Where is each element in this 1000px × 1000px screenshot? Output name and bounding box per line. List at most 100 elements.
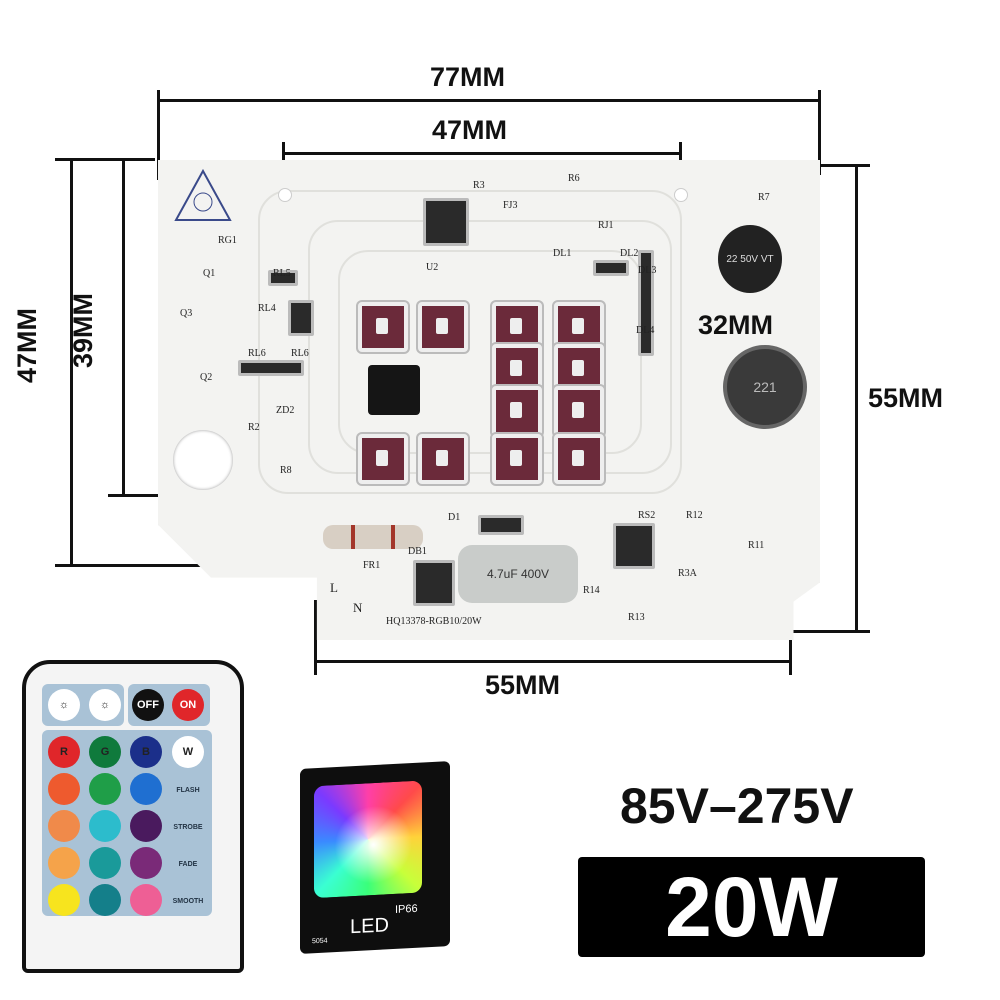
dim-line-left-outer bbox=[70, 158, 73, 566]
silk-label: DB1 bbox=[408, 546, 427, 557]
silk-label: U2 bbox=[426, 262, 439, 273]
color-button[interactable] bbox=[130, 884, 162, 916]
ic-u2 bbox=[423, 198, 469, 246]
silk-label: Q1 bbox=[203, 268, 216, 279]
ir-receiver bbox=[368, 365, 420, 415]
pcb-board: 4.7uF 400V 22 50V VT 221 RG1 Q1 RL5 RL4 … bbox=[158, 160, 820, 640]
silk-label: R7 bbox=[758, 192, 770, 203]
transistor bbox=[288, 300, 314, 336]
ic bbox=[613, 523, 655, 569]
dim-line-left-inner bbox=[122, 158, 125, 496]
silk-label: DL1 bbox=[553, 248, 572, 259]
dim-line-right bbox=[855, 165, 858, 631]
resistor bbox=[238, 360, 304, 376]
trace bbox=[308, 220, 672, 474]
silk-label: R11 bbox=[748, 540, 765, 551]
tick bbox=[108, 494, 188, 497]
dim-label-47mm-left: 47MM bbox=[12, 307, 43, 384]
color-button[interactable] bbox=[130, 847, 162, 879]
silk-label: RL4 bbox=[258, 303, 276, 314]
smooth-button[interactable]: SMOOTH bbox=[173, 887, 203, 915]
rgb-led bbox=[418, 302, 468, 352]
rgb-led bbox=[358, 302, 408, 352]
dim-line-bottom bbox=[315, 660, 790, 663]
diode-d1 bbox=[478, 515, 524, 535]
color-button[interactable] bbox=[89, 773, 121, 805]
tick bbox=[55, 158, 155, 161]
silk-label: DL2 bbox=[620, 248, 639, 259]
color-button[interactable] bbox=[130, 810, 162, 842]
tick bbox=[157, 90, 160, 180]
brightness-down-button[interactable]: ☼ bbox=[89, 689, 121, 721]
brightness-up-button[interactable]: ☼ bbox=[48, 689, 80, 721]
white-button[interactable]: W bbox=[172, 736, 204, 768]
rgb-light-panel bbox=[314, 780, 422, 899]
silk-label: DL3 bbox=[638, 265, 657, 276]
rgb-led bbox=[554, 344, 604, 394]
silk-label: R13 bbox=[628, 612, 645, 623]
rgb-led bbox=[358, 434, 408, 484]
silk-label: N bbox=[353, 600, 363, 615]
tick bbox=[770, 630, 870, 633]
silk-label: R6 bbox=[568, 173, 580, 184]
on-button[interactable]: ON bbox=[172, 689, 204, 721]
chip-label: 5054 bbox=[312, 937, 328, 946]
silk-label: RL6 bbox=[291, 348, 309, 359]
dim-label-55mm-right: 55MM bbox=[868, 383, 944, 413]
tick bbox=[818, 90, 821, 175]
inductor: 221 bbox=[723, 345, 807, 429]
silk-label: Q2 bbox=[200, 372, 213, 383]
led-floodlight: IP66 LED 5054 bbox=[300, 761, 450, 954]
silk-label: RG1 bbox=[218, 235, 237, 246]
color-button[interactable] bbox=[48, 773, 80, 805]
silk-label: ZD2 bbox=[276, 405, 295, 416]
voltage-range: 85V–275V bbox=[620, 778, 854, 834]
rgb-led bbox=[554, 386, 604, 436]
silk-label: R14 bbox=[583, 585, 600, 596]
color-button[interactable] bbox=[89, 847, 121, 879]
diode-array bbox=[638, 250, 654, 356]
silk-label: L bbox=[330, 580, 338, 595]
dim-label-32mm: 32MM bbox=[698, 310, 774, 341]
power-badge: 20W bbox=[578, 857, 925, 957]
pcb-model-label: HQ13378-RGB10/20W bbox=[386, 616, 482, 627]
silk-label: R12 bbox=[686, 510, 703, 521]
color-button[interactable] bbox=[48, 810, 80, 842]
strobe-button[interactable]: STROBE bbox=[173, 813, 203, 841]
color-button-r[interactable]: R bbox=[48, 736, 80, 768]
off-button[interactable]: OFF bbox=[132, 689, 164, 721]
silk-label: R3A bbox=[678, 568, 697, 579]
color-button[interactable] bbox=[48, 847, 80, 879]
ip-rating-label: IP66 bbox=[395, 902, 418, 916]
mount-hole bbox=[674, 188, 688, 202]
rgb-led bbox=[554, 434, 604, 484]
tick bbox=[314, 600, 317, 675]
tick bbox=[55, 564, 215, 567]
dim-label-39mm: 39MM bbox=[68, 292, 99, 369]
dim-label-47mm-top: 47MM bbox=[432, 115, 508, 145]
power-label: 20W bbox=[665, 859, 838, 954]
silk-label: FR1 bbox=[363, 560, 381, 571]
color-button[interactable] bbox=[48, 884, 80, 916]
rgb-led bbox=[554, 302, 604, 352]
color-button[interactable] bbox=[130, 773, 162, 805]
trace bbox=[258, 190, 682, 494]
color-button-b[interactable]: B bbox=[130, 736, 162, 768]
silk-label: DL4 bbox=[636, 325, 655, 336]
electrolytic-capacitor: 4.7uF 400V bbox=[458, 545, 578, 603]
fade-button[interactable]: FADE bbox=[174, 850, 202, 878]
diode bbox=[593, 260, 629, 276]
capacitor: 22 50V VT bbox=[718, 225, 782, 293]
esd-warning-icon bbox=[174, 168, 232, 221]
rgb-led bbox=[492, 434, 542, 484]
color-button-g[interactable]: G bbox=[89, 736, 121, 768]
dim-label-55mm-bottom: 55MM bbox=[485, 670, 561, 700]
flash-button[interactable]: FLASH bbox=[174, 776, 202, 804]
color-button[interactable] bbox=[89, 884, 121, 916]
dim-label-77mm: 77MM bbox=[430, 62, 506, 92]
bridge-rectifier bbox=[413, 560, 455, 606]
silk-label: RS2 bbox=[638, 510, 656, 521]
rgb-led bbox=[418, 434, 468, 484]
color-button[interactable] bbox=[89, 810, 121, 842]
